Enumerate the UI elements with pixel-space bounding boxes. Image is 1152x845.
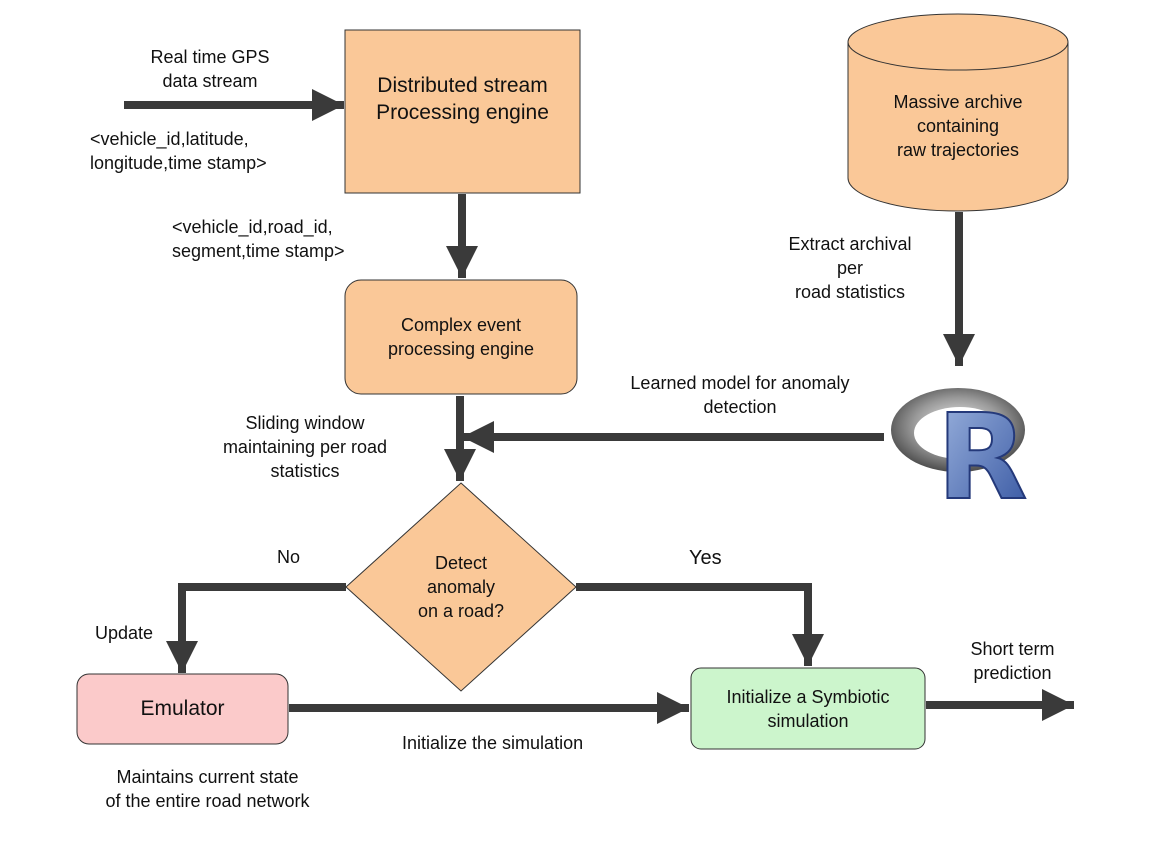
svg-text:R: R (937, 388, 1028, 526)
gps-tuple-label: <vehicle_id,latitude, longitude,time sta… (90, 129, 267, 173)
cep-engine-label: Complex event processing engine (387, 315, 535, 359)
learned-model-label: Learned model for anomaly detection (630, 373, 850, 417)
emulator-label: Emulator (140, 697, 225, 720)
stream-engine-label: Distributed stream Processing engine (376, 73, 549, 124)
decision-label: Detect anomaly on a road? (417, 553, 505, 621)
decision-diamond (345, 482, 577, 692)
stream-engine-box (344, 29, 581, 194)
no-label: No (277, 547, 301, 567)
arrow-yes-to-simulation (576, 583, 824, 666)
road-tuple-label: <vehicle_id,road_id, segment,time stamp> (172, 217, 345, 261)
sliding-window-label: Sliding window maintaining per road stat… (222, 413, 388, 481)
short-term-label: Short term prediction (970, 639, 1055, 683)
simulation-box (690, 667, 926, 750)
yes-label: Yes (689, 547, 722, 569)
maintains-label: Maintains current state of the entire ro… (105, 767, 310, 811)
arrow-no-to-emulator (166, 583, 346, 673)
update-label: Update (95, 623, 154, 643)
emulator-box (76, 673, 289, 745)
extract-label: Extract archival per road statistics (788, 234, 912, 302)
archive-cylinder (847, 13, 1069, 212)
r-logo-icon: R (891, 387, 1028, 527)
simulation-label: Initialize a Symbiotic simulation (726, 686, 890, 731)
gps-input-label: Real time GPS data stream (150, 47, 270, 91)
init-sim-label: Initialize the simulation (402, 733, 584, 753)
cep-engine-box (344, 279, 578, 395)
archive-label: Massive archive containing raw trajector… (893, 92, 1023, 160)
